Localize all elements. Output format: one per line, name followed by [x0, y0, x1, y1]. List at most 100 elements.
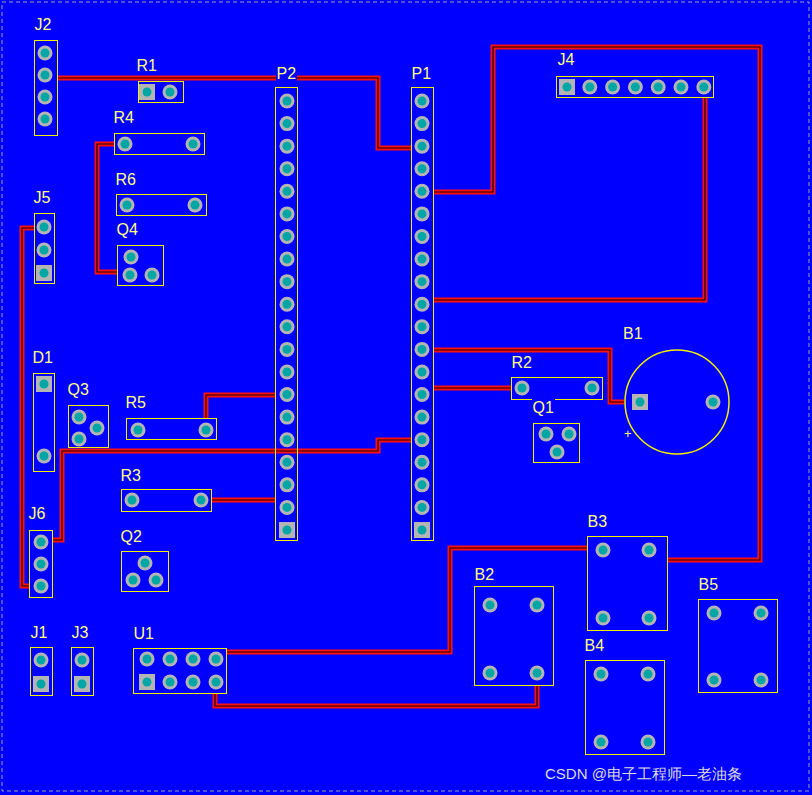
pad-hole [129, 576, 138, 585]
copper-trace [215, 686, 537, 706]
round-pad [140, 652, 155, 667]
round-pad [280, 184, 295, 199]
copper-trace [434, 350, 624, 402]
pad-hole [418, 480, 427, 489]
round-pad [280, 455, 295, 470]
pad-hole [418, 390, 427, 399]
pad-hole [189, 678, 198, 687]
square-pad [139, 84, 155, 100]
round-pad [628, 80, 643, 95]
trace-copper [434, 98, 705, 300]
square-pad [279, 522, 295, 538]
pad-hole [40, 452, 49, 461]
pad-hole [37, 582, 46, 591]
pad-hole [40, 223, 49, 232]
round-pad [120, 198, 135, 213]
pad-hole [418, 209, 427, 218]
pad-hole [143, 655, 152, 664]
round-pad [34, 579, 49, 594]
pad-hole [710, 676, 719, 685]
pad-hole [636, 398, 645, 407]
pad-hole [418, 142, 427, 151]
round-pad [594, 667, 609, 682]
round-pad [707, 673, 722, 688]
pad-hole [283, 367, 292, 376]
pad-hole [533, 669, 542, 678]
copper-trace [227, 548, 587, 652]
pad-hole [166, 655, 175, 664]
component-outline: D1 [33, 373, 55, 472]
pad-hole [40, 380, 49, 389]
pad-hole [212, 678, 221, 687]
round-pad [550, 445, 565, 460]
pad-hole [645, 614, 654, 623]
round-pad [38, 112, 53, 127]
pad-hole [283, 142, 292, 151]
round-pad [186, 675, 201, 690]
pad-group [33, 46, 769, 750]
pad-hole [418, 277, 427, 286]
round-pad [483, 666, 498, 681]
round-pad [415, 206, 430, 221]
round-pad [754, 606, 769, 621]
pad-hole [597, 738, 606, 747]
round-pad [163, 675, 178, 690]
pad-hole [191, 201, 200, 210]
reference-designator: R4 [113, 109, 135, 126]
round-pad [34, 535, 49, 550]
reference-designator: R3 [120, 467, 142, 484]
round-pad [90, 421, 105, 436]
round-pad [754, 673, 769, 688]
pad-hole [37, 656, 46, 665]
pad-hole [645, 546, 654, 555]
round-pad [415, 342, 430, 357]
component-outline: B2 [474, 586, 554, 686]
pad-hole [418, 255, 427, 264]
pad-hole [553, 448, 562, 457]
trace-copper [53, 440, 411, 540]
round-pad [415, 161, 430, 176]
component-outline: Q2 [121, 551, 169, 592]
pad-hole [418, 164, 427, 173]
copper-trace [434, 47, 760, 560]
pad-hole [283, 300, 292, 309]
component-outline: J5 [34, 213, 55, 284]
round-pad [194, 493, 209, 508]
trace-center [206, 395, 275, 418]
trace-copper [434, 47, 760, 560]
round-pad [280, 387, 295, 402]
pad-hole [418, 435, 427, 444]
pad-hole [283, 345, 292, 354]
pad-hole [126, 271, 135, 280]
pad-hole [166, 678, 175, 687]
round-pad [38, 68, 53, 83]
pad-hole [283, 526, 292, 535]
round-pad [280, 206, 295, 221]
round-pad [674, 80, 689, 95]
pad-hole [189, 140, 198, 149]
round-pad [209, 652, 224, 667]
round-pad [123, 268, 138, 283]
pad-hole [757, 609, 766, 618]
pad-hole [40, 269, 49, 278]
pad-hole [141, 559, 150, 568]
round-pad [585, 381, 600, 396]
reference-designator: J3 [71, 624, 90, 641]
pad-hole [143, 88, 152, 97]
reference-designator: J5 [33, 189, 52, 206]
round-pad [415, 116, 430, 131]
pad-hole [283, 435, 292, 444]
round-pad [415, 297, 430, 312]
round-pad [415, 500, 430, 515]
reference-designator: B1 [622, 325, 644, 342]
reference-designator: D1 [32, 349, 54, 366]
round-pad [280, 252, 295, 267]
round-pad [199, 423, 214, 438]
trace-center [97, 144, 117, 272]
component-outline: B3 [587, 536, 668, 631]
round-pad [280, 477, 295, 492]
round-pad [582, 80, 597, 95]
reference-designator: R1 [136, 57, 158, 74]
